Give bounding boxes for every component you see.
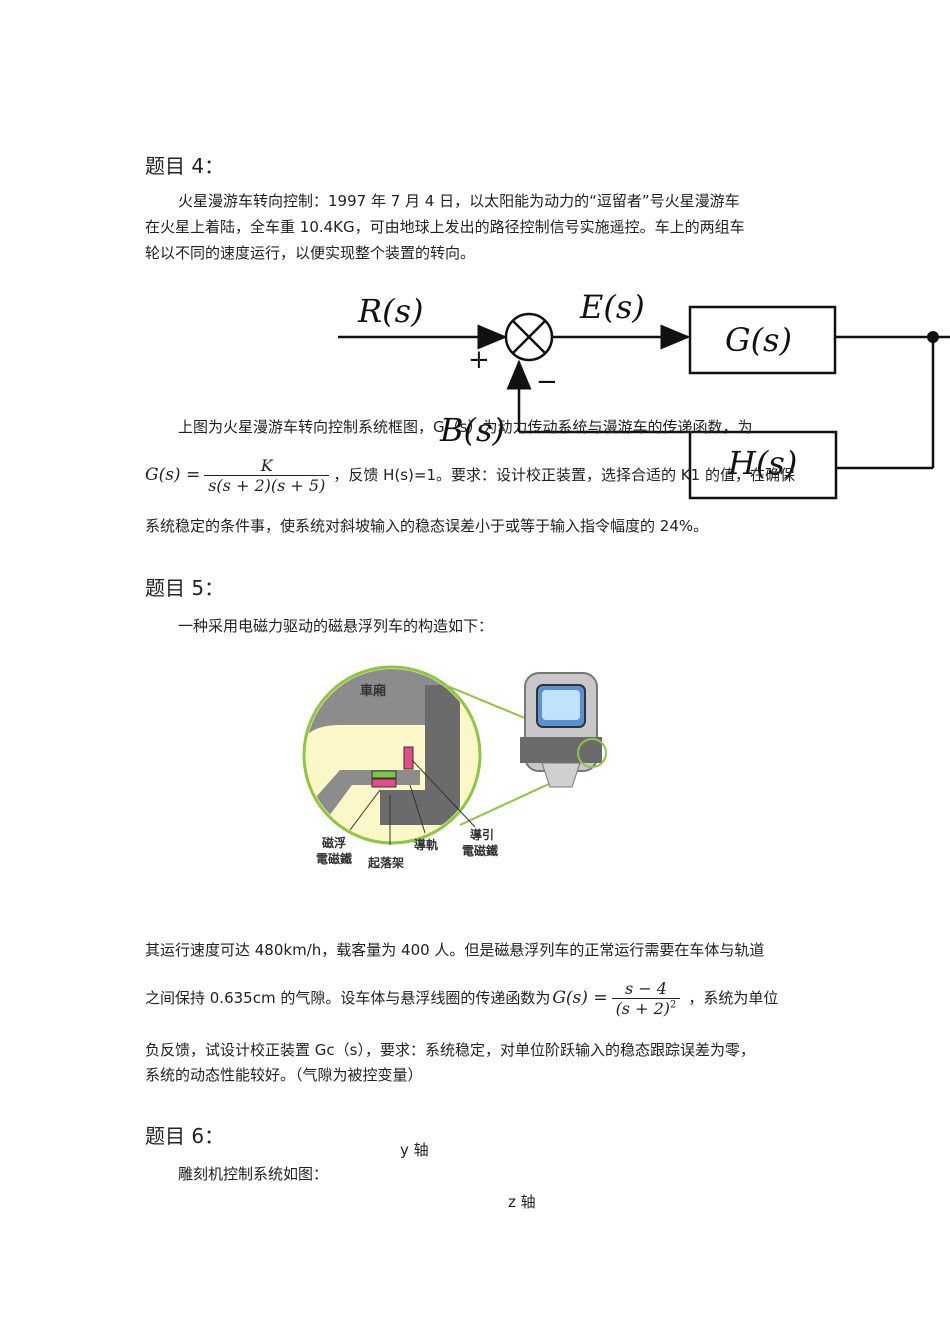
q6-y-axis-label: y 轴 — [400, 1141, 429, 1159]
e-label: E(s) — [579, 288, 645, 326]
q4-para2-line1: 上图为火星漫游车转向控制系统框图，G（s）为动力传动系统与漫游车的传递函数，为 — [178, 418, 753, 436]
q4-block-diagram: R(s) E(s) G(s) H(s) B(s) + − — [338, 288, 950, 500]
q5-line2-pre: 之间保持 0.635cm 的气隙。设车体与悬浮线圈的传递函数为 — [145, 989, 551, 1007]
q6-z-axis-label: z 轴 — [508, 1193, 536, 1211]
q5-formula-lhs: G(s) = — [552, 988, 608, 1008]
q4-heading: 题目 4： — [145, 154, 225, 178]
q5-formula-den: (s + 2) — [615, 998, 671, 1018]
q5-line3: 负反馈，试设计校正装置 Gc（s），要求：系统稳定，对单位阶跃输入的稳态跟踪误差… — [145, 1041, 755, 1059]
q5-formula-num: s − 4 — [611, 979, 681, 999]
q5-formula-fraction: s − 4 (s + 2)2 — [611, 979, 681, 1018]
q4-formula-num: K — [204, 456, 330, 476]
q5-formula-den-exp: 2 — [670, 999, 677, 1011]
q5-line4: 系统的动态性能较好。（气隙为被控变量） — [145, 1066, 423, 1084]
q4-para1-line1: 火星漫游车转向控制：1997 年 7 月 4 日，以太阳能为动力的“逗留者”号火… — [178, 192, 740, 210]
plus-sign: + — [468, 345, 490, 375]
q4-para2-line3: 系统稳定的条件事，使系统对斜坡输入的稳态误差小于或等于输入指令幅度的 24%。 — [145, 517, 709, 535]
h-block — [688, 430, 838, 500]
q5-formula-line: 之间保持 0.635cm 的气隙。设车体与悬浮线圈的传递函数为 G(s) = s… — [145, 972, 778, 1024]
q4-formula-den: s(s + 2)(s + 5) — [208, 475, 326, 495]
q4-formula-lhs: G(s) = — [145, 465, 201, 485]
summing-junction — [504, 312, 554, 362]
label-guide-magnet-2: 電磁鐵 — [462, 843, 498, 858]
label-lev-magnet-1: 磁浮 — [321, 835, 346, 850]
train-cross-section — [520, 672, 607, 788]
q4-para1-line2: 在火星上着陆，全车重 10.4KG，可由地球上发出的路径控制信号实施遥控。车上的… — [145, 218, 745, 236]
g-label: G(s) — [725, 321, 792, 359]
q6-intro: 雕刻机控制系统如图： — [178, 1165, 329, 1183]
q6-heading: 题目 6： — [145, 1124, 225, 1148]
q5-line1: 其运行速度可达 480km/h，载客量为 400 人。但是磁悬浮列车的正常运行需… — [145, 941, 765, 959]
label-guide-magnet-1: 導引 — [470, 827, 494, 842]
g-block — [688, 305, 837, 375]
label-lift-frame: 起落架 — [367, 855, 404, 870]
q5-heading: 题目 5： — [145, 576, 225, 600]
maglev-figure: 車廂 磁浮 電磁鐵 導軌 導引 電磁鐵 起落架 — [302, 665, 607, 870]
label-lev-magnet-2: 電磁鐵 — [316, 851, 352, 866]
label-car: 車廂 — [360, 683, 386, 699]
b-label: B(s) — [439, 411, 505, 449]
q5-line2-post: ，系统为单位 — [688, 989, 779, 1007]
label-rail: 導軌 — [414, 837, 438, 852]
q5-formula-den-wrap: (s + 2)2 — [612, 999, 681, 1018]
q4-formula-line: G(s) = K s(s + 2)(s + 5) ，反馈 H(s)=1。要求：设… — [145, 450, 795, 500]
q4-formula-fraction: K s(s + 2)(s + 5) — [204, 456, 330, 495]
minus-sign: − — [536, 367, 558, 397]
h-label: H(s) — [727, 444, 797, 482]
r-label: R(s) — [357, 292, 423, 330]
q4-para1-line3: 轮以不同的速度运行，以便实现整个装置的转向。 — [145, 244, 476, 262]
q4-para2-line2: ，反馈 H(s)=1。要求：设计校正装置，选择合适的 K1 的值，在确保 — [333, 466, 795, 484]
q5-intro: 一种采用电磁力驱动的磁悬浮列车的构造如下： — [178, 617, 494, 635]
